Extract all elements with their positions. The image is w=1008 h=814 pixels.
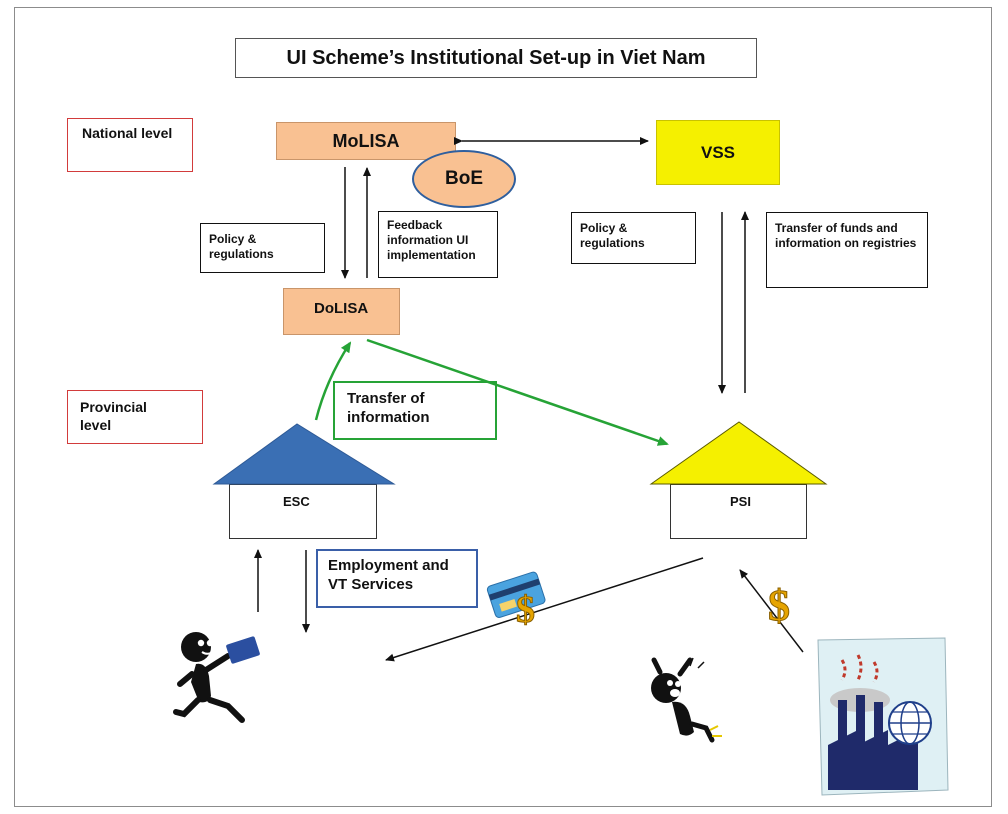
transfer-funds-box: Transfer of funds and information on reg… (766, 212, 928, 288)
psi-label: PSI (730, 494, 751, 510)
provincial-level-label: Provincial level (67, 390, 203, 444)
employment-text: Employment and VT Services (328, 557, 449, 593)
psi-to-worker-arrow (385, 557, 704, 662)
vss-box: VSS (656, 120, 780, 185)
molisa-box: MoLISA (276, 122, 456, 160)
policy-regulations-left-box: Policy & regulations (200, 223, 325, 273)
employment-services-box: Employment and VT Services (316, 549, 478, 608)
factory-globe-icon (817, 637, 949, 796)
diagram-title-text: UI Scheme’s Institutional Set-up in Viet… (286, 46, 706, 69)
national-level-label: National level (67, 118, 193, 172)
esc-roof (212, 423, 396, 485)
dolisa-label: DoLISA (314, 300, 369, 317)
transfer-funds-text: Transfer of funds and information on reg… (775, 221, 917, 250)
psi-roof (649, 421, 828, 485)
diagram-frame (14, 7, 992, 807)
jumping-person-icon (651, 657, 722, 743)
psi-text: PSI (730, 494, 751, 509)
national-level-text: National level (82, 125, 173, 141)
dolisa-to-psi-green-arrow (366, 338, 669, 446)
transfer-info-text: Transfer of information (347, 390, 430, 426)
transfer-information-box: Transfer of information (333, 381, 497, 440)
boe-label: BoE (445, 168, 483, 189)
boe-oval: BoE (412, 150, 516, 208)
vss-label: VSS (700, 142, 736, 162)
feedback-text: Feedback information UI implementation (387, 218, 476, 262)
policy-regulations-right-box: Policy & regulations (571, 212, 696, 264)
policy-left-text: Policy & regulations (209, 232, 274, 261)
employer-to-psi-arrow (739, 569, 804, 653)
credit-card-icon (486, 571, 546, 618)
feedback-box: Feedback information UI implementation (378, 211, 498, 278)
molisa-label: MoLISA (332, 130, 400, 151)
esc-text: ESC (283, 494, 310, 509)
card-dollar-icon: $ (516, 589, 535, 631)
dollar-icon: $ (768, 581, 790, 630)
running-person-icon (173, 632, 260, 723)
dolisa-box: DoLISA (283, 288, 400, 335)
provincial-level-text: Provincial level (80, 399, 147, 433)
esc-house-body (229, 484, 377, 539)
policy-right-text: Policy & regulations (580, 221, 645, 250)
diagram-title: UI Scheme’s Institutional Set-up in Viet… (235, 38, 757, 78)
esc-to-dolisa-green-arrow (314, 341, 352, 421)
esc-label: ESC (283, 494, 310, 510)
